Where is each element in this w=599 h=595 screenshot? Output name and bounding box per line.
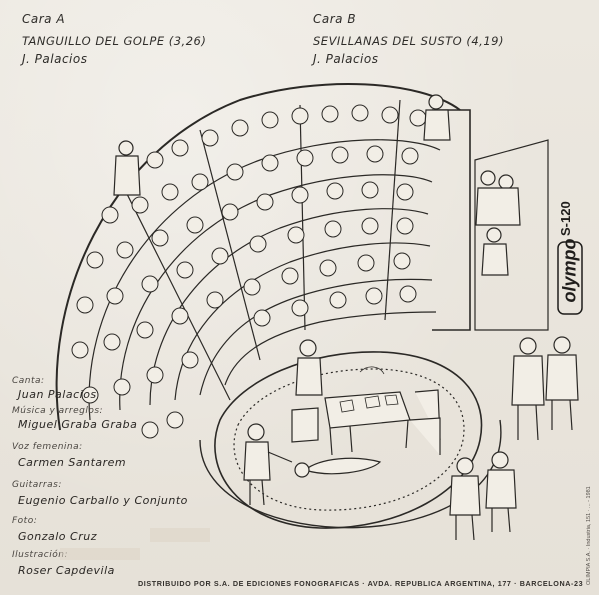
olympo-logo-icon — [557, 241, 583, 315]
credit-label: Guitarras: — [12, 480, 62, 490]
credit-label: Canta: — [12, 376, 45, 386]
side-b-author: J. Palacios — [313, 52, 379, 66]
distribution-text: DISTRIBUIDO POR S.A. DE EDICIONES FONOGR… — [138, 579, 584, 588]
credit-value: Juan Palacios — [18, 388, 97, 401]
credit-value: Miguel Graba Graba — [18, 418, 138, 431]
side-a-author: J. Palacios — [22, 52, 88, 66]
logo-text: olympo — [559, 238, 580, 303]
tape-mark — [150, 528, 210, 542]
credit-label: Foto: — [12, 516, 38, 526]
credit-label: Música y arreglos: — [12, 406, 104, 416]
credit-label: Voz femenina: — [12, 442, 83, 452]
side-b-label: Cara B — [313, 12, 357, 26]
credit-value: Gonzalo Cruz — [18, 530, 97, 543]
credit-label: Ilustración: — [12, 550, 68, 560]
side-b-title: SEVILLANAS DEL SUSTO (4,19) — [313, 34, 504, 48]
credit-value: Eugenio Carballo y Conjunto — [18, 494, 188, 507]
credit-value: Carmen Santarem — [18, 456, 127, 469]
tape-mark — [60, 548, 140, 560]
legal-text: OLIMPIA S.A. · Industria, 151 · ... - 19… — [586, 486, 592, 585]
credit-value: Roser Capdevila — [18, 564, 115, 577]
catalog-number: S-120 — [558, 201, 573, 236]
side-a-label: Cara A — [22, 12, 66, 26]
side-a-title: TANGUILLO DEL GOLPE (3,26) — [22, 34, 207, 48]
